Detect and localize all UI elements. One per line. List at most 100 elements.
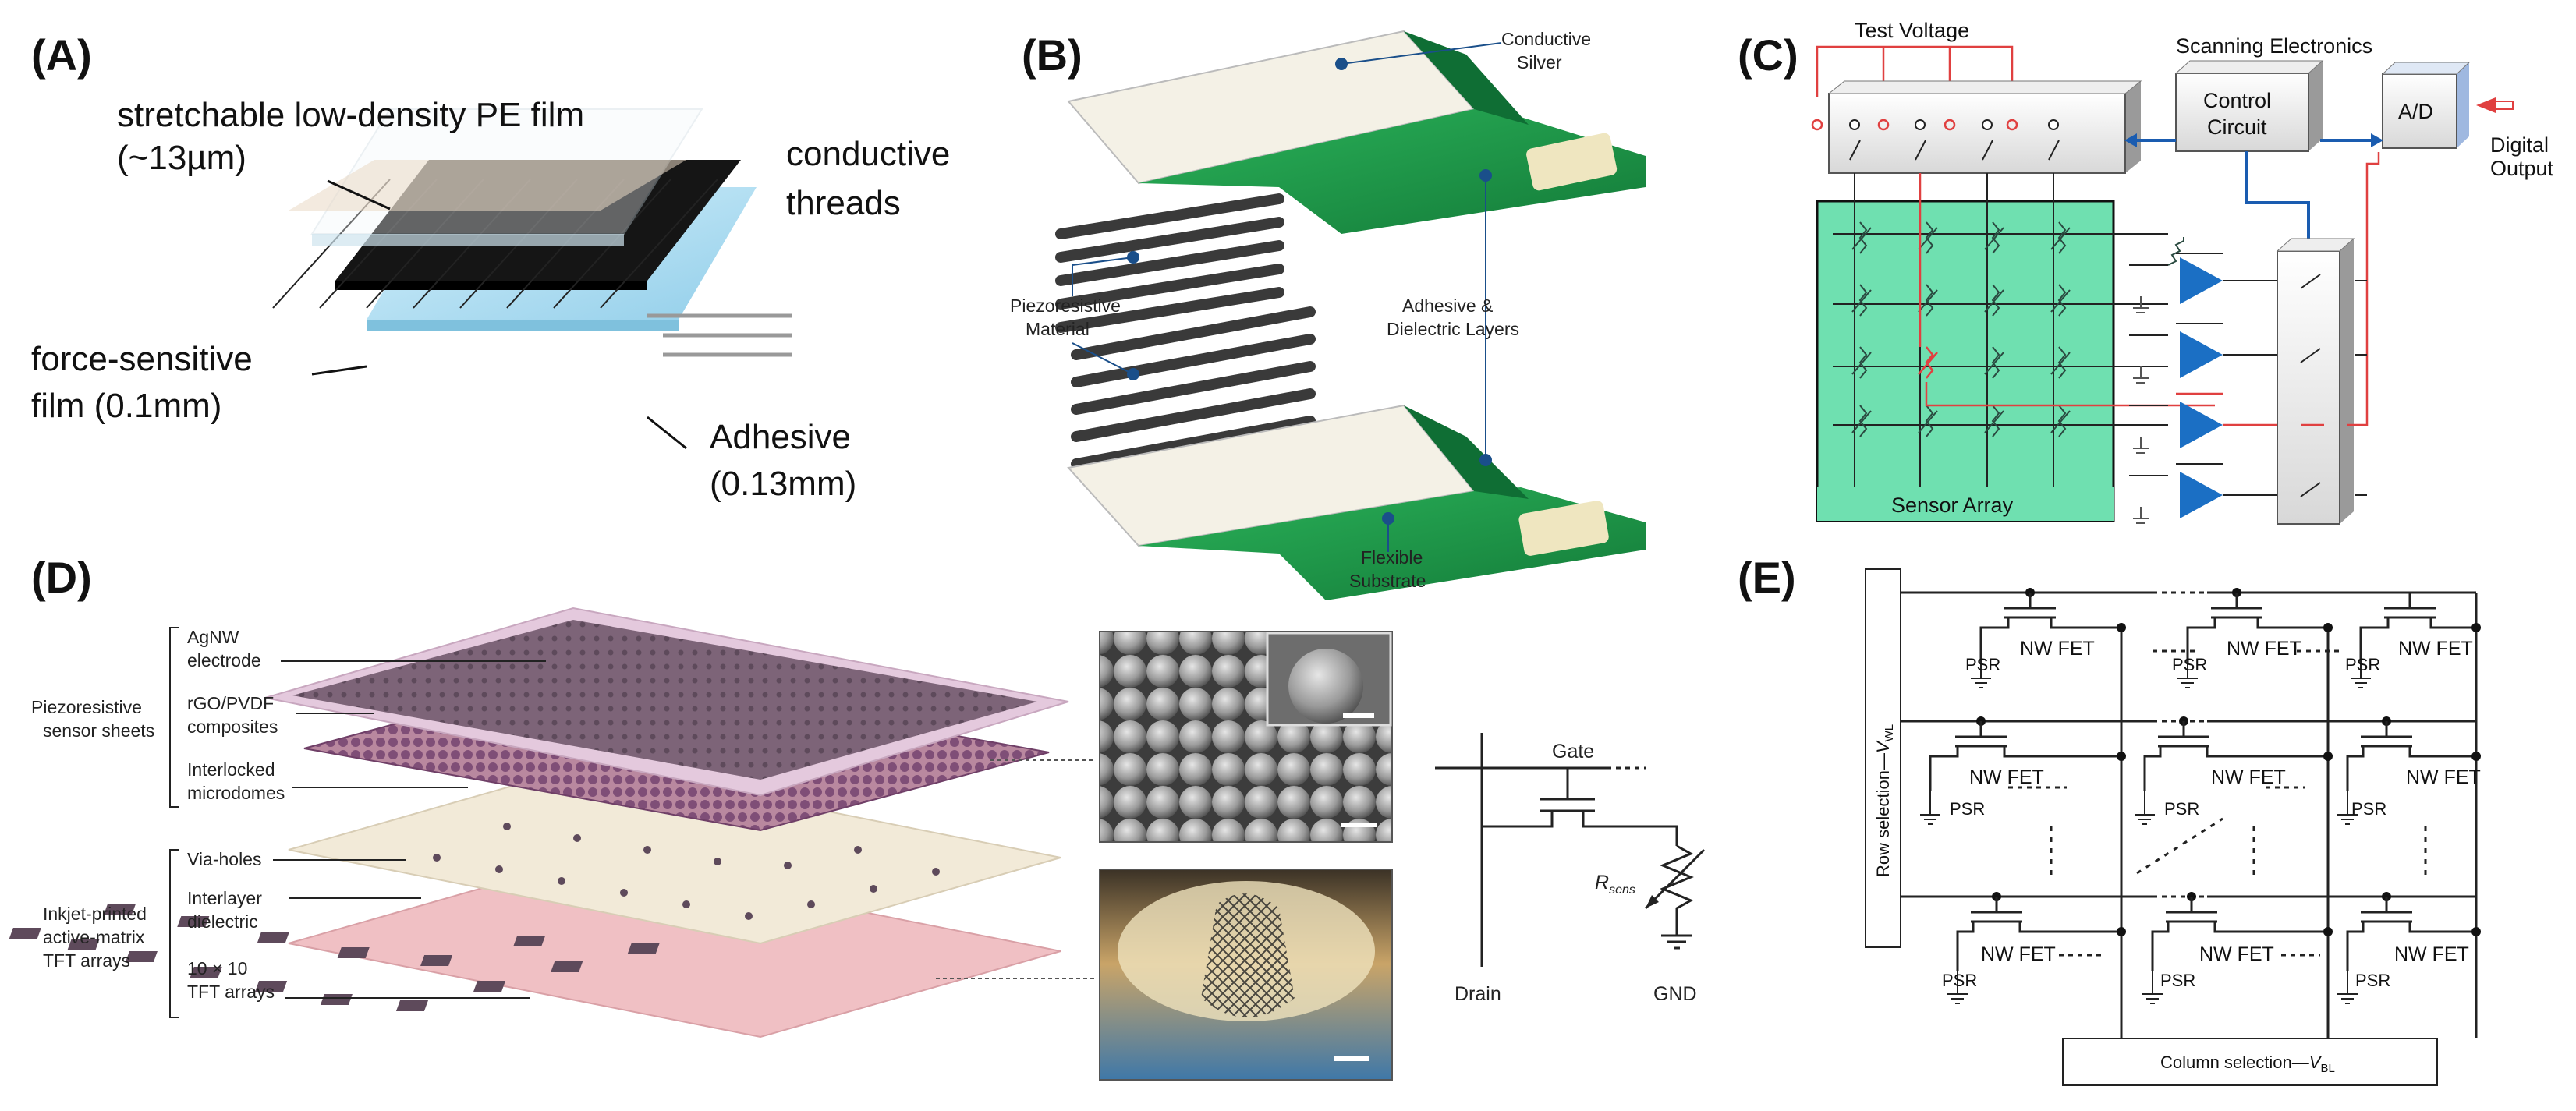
psr-label-r3c3: PSR <box>2355 971 2390 990</box>
panel-a: (A) stretchable low-density <box>31 30 950 503</box>
inkjet-label-line1: Inkjet-printed <box>43 904 147 924</box>
fet-label-r3c2: NW FET <box>2199 943 2274 965</box>
adhesive-dielectric-label-line1: Adhesive & <box>1402 295 1493 316</box>
agnw-label-line2: electrode <box>187 650 261 670</box>
psr-label-r3c2: PSR <box>2160 971 2195 990</box>
cell-r1c3: NW FET PSR <box>2345 593 2481 688</box>
psr-label-r1c3: PSR <box>2345 655 2380 674</box>
fet-label-r1c1: NW FET <box>2020 638 2095 660</box>
switch-bank-top <box>1827 80 2142 174</box>
top-pe-film <box>289 108 703 246</box>
pe-film-label-line2: (~13µm) <box>117 139 246 177</box>
tft-array-layer <box>9 856 1061 1038</box>
panel-e: (E) Row selection—VWL Column selection—V… <box>1738 553 2481 1086</box>
psr-label-r1c2: PSR <box>2172 655 2207 674</box>
gate-label: Gate <box>1552 741 1594 762</box>
cell-r1c1: NW FET PSR <box>1965 588 2126 688</box>
sensor-array: Sensor Array <box>1816 173 2215 522</box>
test-voltage-label: Test Voltage <box>1855 19 1969 42</box>
row-selection-main: Row selection— <box>1873 753 1893 877</box>
pe-film-label-line1: stretchable low-density PE film <box>117 96 584 134</box>
bit-lines <box>2120 593 2478 1038</box>
conductive-silver-label-line2: Silver <box>1517 52 1562 73</box>
digital-output-label-line1: Digital <box>2490 133 2549 157</box>
tft-arrays-label-line2: TFT arrays <box>187 982 275 1002</box>
panel-c: (C) Test Voltage Scanning Electronics Co… <box>1738 19 2554 525</box>
agnw-electrode-layer <box>264 607 1069 797</box>
scanning-electronics-label: Scanning Electronics <box>2176 34 2372 58</box>
tft-circuit-schematic: Gate Rsens Drain GND <box>1435 733 1706 1005</box>
psr-label-r1c1: PSR <box>1965 655 2000 674</box>
cell-r2c1: NW FET PSR <box>1920 716 2126 825</box>
inkjet-label-line2: active-matrix <box>43 927 145 947</box>
column-selection-label: Column selection—VBL <box>2160 1053 2335 1075</box>
cell-r2c3: NW FET PSR <box>2337 716 2481 825</box>
output-switch-bank <box>2276 152 2380 525</box>
force-film-leader <box>311 365 367 376</box>
interlayer-label-line1: Interlayer <box>187 888 262 908</box>
row-selection-box: Row selection—VWL <box>1865 568 1901 948</box>
fet-label-r2c1: NW FET <box>1969 766 2044 788</box>
psr-label-r2c3: PSR <box>2351 799 2386 819</box>
amplifiers <box>2129 237 2289 524</box>
rsens-main: R <box>1595 872 1609 893</box>
panel-c-label: (C) <box>1738 30 1798 80</box>
ad-converter-box: A/D <box>2381 62 2471 149</box>
fet-label-r3c1: NW FET <box>1981 943 2056 965</box>
fet-label-r1c2: NW FET <box>2227 638 2301 660</box>
gnd-label: GND <box>1653 983 1697 1005</box>
dielectric-layer <box>288 762 1061 945</box>
conductive-silver-label-line1: Conductive <box>1501 29 1591 49</box>
piezo-strips-top <box>1055 193 1284 333</box>
flexible-substrate-label-line1: Flexible <box>1361 547 1423 568</box>
fet-label-r1c3: NW FET <box>2398 638 2473 660</box>
continuation-dots <box>2050 817 2427 881</box>
inkjet-label-line3: TFT arrays <box>43 950 130 971</box>
adhesive-leader <box>647 416 687 450</box>
flexible-substrate-label-line2: Substrate <box>1349 571 1426 591</box>
via-holes-label: Via-holes <box>187 849 261 869</box>
column-selection-sub: BL <box>2320 1062 2334 1075</box>
piezo-material-label-line2: Material <box>1026 319 1090 339</box>
control-circuit-label-line1: Control <box>2203 89 2271 112</box>
adhesive-label-line1: Adhesive <box>710 418 851 456</box>
column-selection-v: V <box>2309 1053 2323 1072</box>
row-selection-sub: WL <box>1883 724 1896 742</box>
panel-b-label: (B) <box>1022 30 1082 80</box>
fet-label-r2c3: NW FET <box>2406 766 2481 788</box>
psr-label-r2c1: PSR <box>1950 799 1985 819</box>
agnw-label-line1: AgNW <box>187 627 239 647</box>
control-circuit-box: Control Circuit <box>2174 60 2324 152</box>
cell-r2c2: NW FET PSR <box>2135 716 2333 825</box>
panel-a-label: (A) <box>31 30 92 80</box>
psr-label-r3c1: PSR <box>1942 971 1977 990</box>
interlayer-label-line2: dielectric <box>187 911 258 932</box>
control-circuit-label-line2: Circuit <box>2207 115 2267 139</box>
threads-label-line2: threads <box>786 184 901 222</box>
sem-image-microdomes <box>1099 631 1393 843</box>
threads-label-line1: conductive <box>786 135 950 173</box>
piezo-strips-bottom <box>1071 306 1316 469</box>
ad-label: A/D <box>2398 100 2433 123</box>
digital-output-label-line2: Output <box>2490 157 2554 180</box>
rsens-sub: sens <box>1609 883 1635 897</box>
row-selection-label: Row selection—VWL <box>1873 724 1896 877</box>
piezo-sheets-label-line1: Piezoresistive <box>31 697 142 717</box>
photo-sensor-sheet <box>1099 869 1393 1081</box>
force-film-label-line1: force-sensitive <box>31 340 253 378</box>
fet-label-r3c3: NW FET <box>2394 943 2469 965</box>
top-conductive-layer <box>1067 30 1646 234</box>
cell-r3c3: NW FET PSR <box>2337 892 2481 1004</box>
adhesive-dielectric-label-line2: Dielectric Layers <box>1387 319 1519 339</box>
panel-d-label: (D) <box>31 553 92 602</box>
cell-r3c1: NW FET PSR <box>1942 892 2126 1004</box>
panel-e-label: (E) <box>1738 553 1796 602</box>
drain-label: Drain <box>1455 983 1501 1005</box>
bottom-substrate-layer <box>1067 404 1646 600</box>
psr-label-r2c2: PSR <box>2164 799 2199 819</box>
row-selection-v: V <box>1873 740 1893 753</box>
piezo-material-label-line1: Piezoresistive <box>1010 295 1121 316</box>
piezo-sheets-label-line2: sensor sheets <box>43 720 154 741</box>
column-selection-box: Column selection—VBL <box>2062 1038 2438 1086</box>
